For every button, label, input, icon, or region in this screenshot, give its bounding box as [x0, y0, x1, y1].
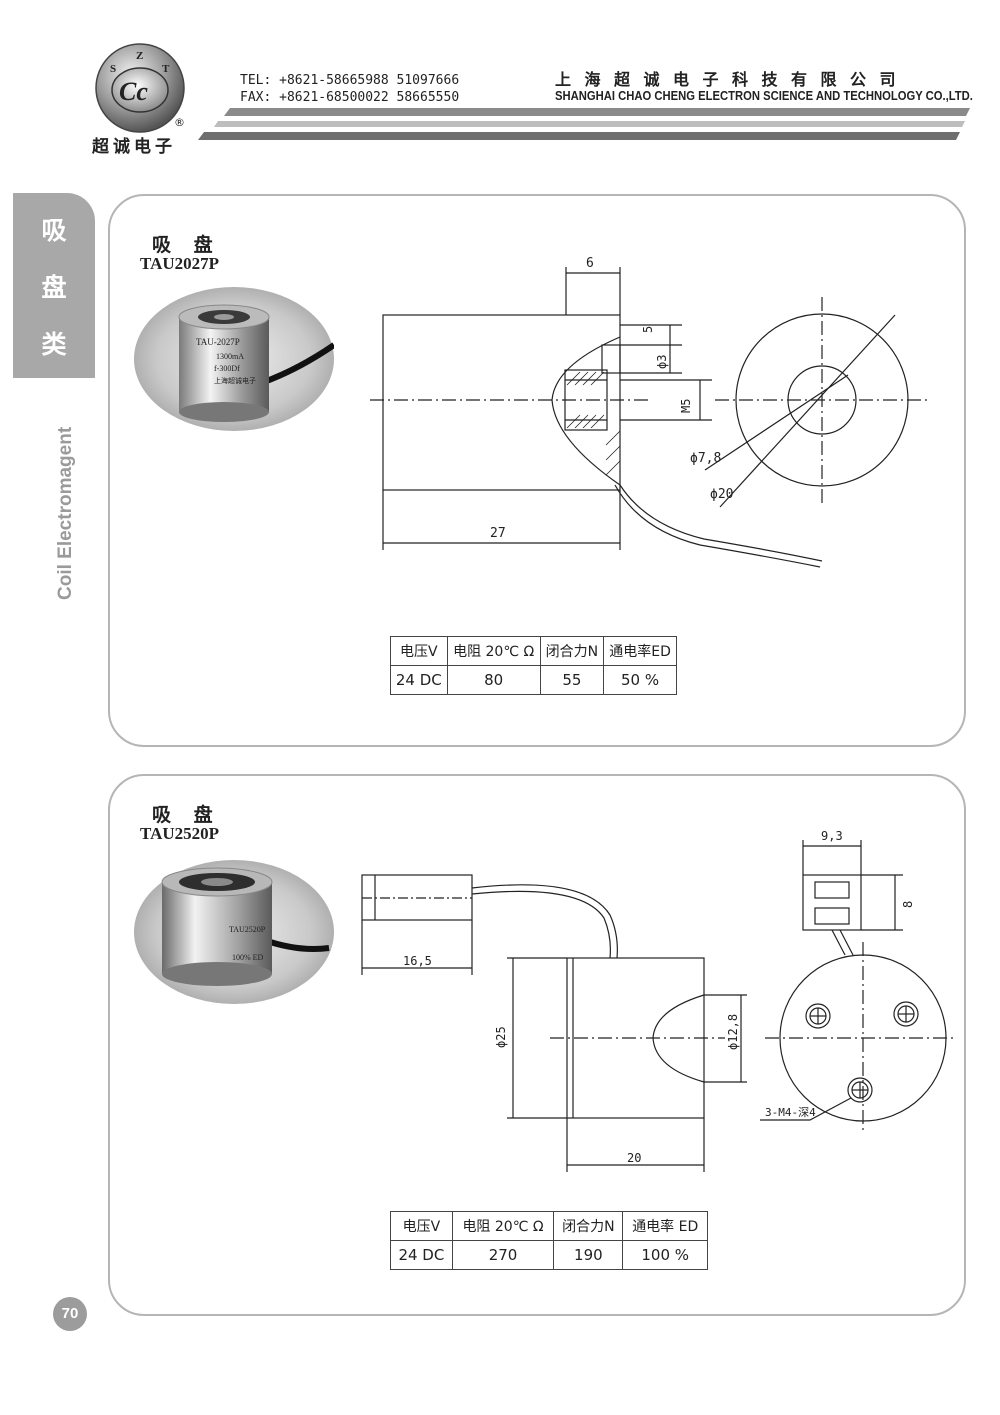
tab-char-3: 类 [41, 330, 67, 359]
header-force: 闭合力N [539, 636, 605, 666]
logo-mark: Cc [119, 77, 148, 106]
dim-holes: 3-M4-深4 [765, 1106, 816, 1119]
dim-m5: M5 [679, 399, 693, 413]
value-force: 55 [539, 665, 605, 695]
header-duty: 通电率ED [603, 636, 677, 666]
dim-phi7-8: ϕ7,8 [690, 451, 721, 466]
photo-2-label-2: 100% ED [232, 953, 264, 962]
dim-9-3: 9,3 [821, 829, 843, 843]
table-row: 24 DC 270 190 100 % [390, 1240, 708, 1270]
dim-27: 27 [490, 526, 506, 541]
dim-phi25: ϕ25 [494, 1026, 508, 1048]
product-1-title: 吸 盘 [152, 234, 221, 256]
photo-1-label-4: 上海超诚电子 [214, 376, 256, 385]
company-name-cn: 上海超诚电子科技有限公司 [555, 70, 910, 89]
header-force: 闭合力N [553, 1211, 624, 1241]
value-voltage: 24 DC [390, 1240, 453, 1270]
value-duty: 100 % [622, 1240, 708, 1270]
photo-2-label-1: TAU2520P [229, 925, 266, 934]
dim-phi20: ϕ20 [710, 487, 733, 502]
value-voltage: 24 DC [390, 665, 448, 695]
dim-phi3: ϕ3 [655, 355, 669, 369]
product-2-photo: TAU2520P 100% ED [134, 860, 334, 1004]
tab-char-2: 盘 [41, 273, 67, 302]
logo-name: 超诚电子 [92, 137, 176, 157]
header-voltage: 电压V [390, 1211, 453, 1241]
tel: TEL: +8621-58665988 51097666 [240, 73, 460, 88]
table-row: 24 DC 80 55 50 % [390, 665, 677, 695]
value-resistance: 270 [451, 1240, 555, 1270]
vertical-category-label: Coil Electromagent [55, 426, 76, 600]
logo-letter-s: S [110, 63, 116, 75]
company-logo: S Z T Cc ® [95, 43, 185, 133]
logo-letter-t: T [162, 63, 170, 75]
category-tab: 吸 盘 类 [13, 193, 95, 378]
dim-20: 20 [627, 1151, 641, 1165]
product-2-model: TAU2520P [140, 824, 220, 843]
dim-phi12-8: ϕ12,8 [726, 1014, 740, 1050]
photo-1-label-1: TAU-2027P [196, 337, 240, 347]
tab-char-1: 吸 [41, 216, 67, 245]
dim-5: 5 [641, 326, 655, 333]
table-header-row: 电压V 电阻 20℃ Ω 闭合力N 通电率ED [390, 636, 677, 666]
header-resistance: 电阻 20℃ Ω [451, 1211, 555, 1241]
logo-registered: ® [174, 116, 185, 129]
dim-16-5: 16,5 [403, 954, 432, 968]
header-resistance: 电阻 20℃ Ω [446, 636, 541, 666]
fax: FAX: +8621-68500022 58665550 [240, 90, 460, 105]
product-1-model: TAU2027P [140, 254, 220, 273]
dim-6: 6 [586, 256, 594, 271]
header-duty: 通电率 ED [622, 1211, 708, 1241]
photo-1-label-2: 1300mA [216, 352, 244, 361]
page-number: 70 [53, 1297, 87, 1331]
value-force: 190 [553, 1240, 624, 1270]
company-name-en: SHANGHAI CHAO CHENG ELECTRON SCIENCE AND… [555, 89, 973, 103]
header-stripes [198, 108, 970, 140]
header-voltage: 电压V [390, 636, 448, 666]
product-1-spec-table: 电压V 电阻 20℃ Ω 闭合力N 通电率ED 24 DC 80 55 50 % [390, 636, 677, 695]
product-2-drawing: 9,3 8 16,5 ϕ25 ϕ12,8 20 3-M4-深4 [361, 829, 955, 1172]
dim-8: 8 [901, 901, 915, 908]
logo-letter-z: Z [136, 50, 143, 62]
photo-1-label-3: f-300Df [214, 364, 240, 373]
product-2-spec-table: 电压V 电阻 20℃ Ω 闭合力N 通电率 ED 24 DC 270 190 1… [390, 1211, 708, 1270]
value-resistance: 80 [446, 665, 541, 695]
product-1-drawing: 6 5 ϕ3 M5 ϕ7,8 ϕ20 27 [370, 256, 930, 568]
value-duty: 50 % [603, 665, 677, 695]
product-2-title: 吸 盘 [152, 804, 221, 826]
table-header-row: 电压V 电阻 20℃ Ω 闭合力N 通电率 ED [390, 1211, 708, 1241]
product-1-photo: TAU-2027P 1300mA f-300Df 上海超诚电子 [134, 287, 334, 431]
contact-info: TEL: +8621-58665988 51097666 FAX: +8621-… [240, 72, 459, 106]
